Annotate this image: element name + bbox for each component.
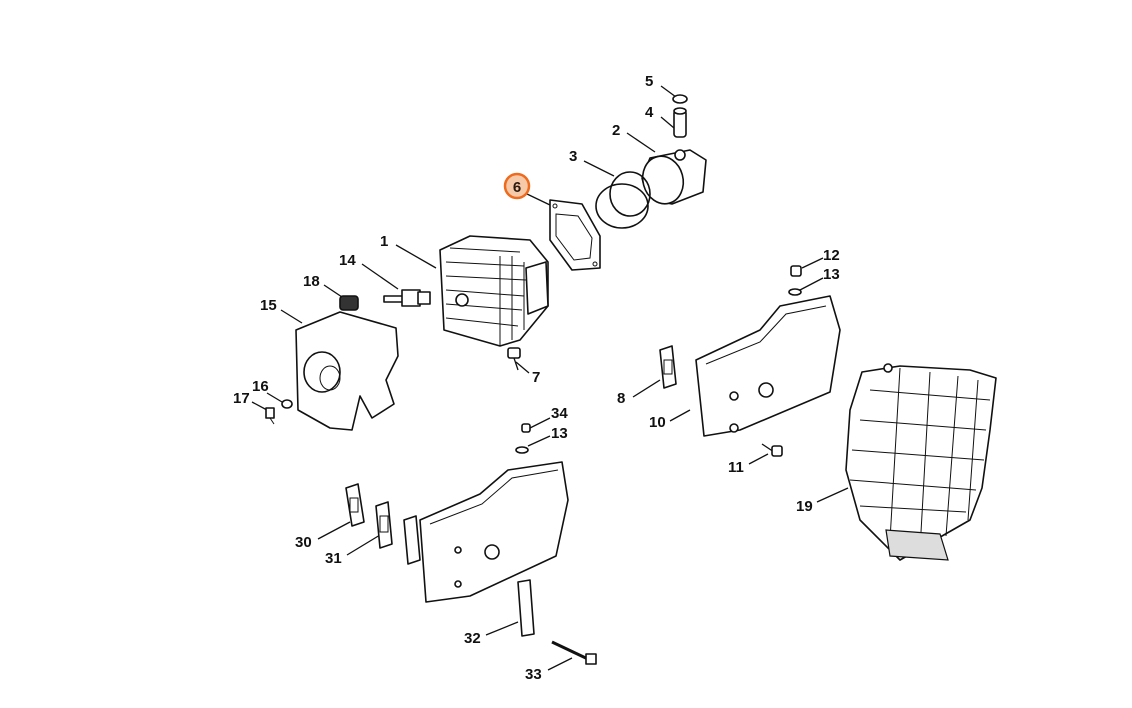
part-33-bolt[interactable] bbox=[551, 640, 597, 665]
part-34-screw[interactable] bbox=[521, 423, 531, 433]
label-18: 18 bbox=[303, 273, 320, 290]
label-5: 5 bbox=[645, 73, 653, 90]
label-13: 13 bbox=[823, 266, 840, 283]
lower-muffler[interactable] bbox=[419, 461, 569, 603]
label-7: 7 bbox=[532, 369, 540, 386]
label-10: 10 bbox=[649, 414, 666, 431]
part-31-gasket[interactable] bbox=[375, 501, 393, 549]
part-6-cylinder-gasket[interactable] bbox=[549, 199, 601, 271]
highlighted-callout-6[interactable]: 6 bbox=[503, 172, 531, 200]
label-17: 17 bbox=[233, 390, 250, 407]
label-3: 3 bbox=[569, 148, 577, 165]
part-18-plug-boot[interactable] bbox=[339, 295, 359, 311]
part-lower-plate[interactable] bbox=[403, 515, 421, 565]
part-10-muffler[interactable] bbox=[695, 295, 841, 437]
label-2: 2 bbox=[612, 122, 620, 139]
part-12-screw[interactable] bbox=[790, 265, 802, 277]
leader-lines bbox=[251, 85, 849, 671]
part-15-shroud[interactable] bbox=[295, 311, 399, 431]
part-1-cylinder[interactable] bbox=[439, 235, 549, 347]
label-1: 1 bbox=[380, 233, 388, 250]
part-13-washer-lower[interactable] bbox=[515, 446, 529, 454]
part-11-screw[interactable] bbox=[761, 443, 783, 457]
label-6: 6 bbox=[513, 179, 521, 196]
label-8: 8 bbox=[617, 390, 625, 407]
part-32-strap[interactable] bbox=[517, 579, 535, 637]
part-19-guard[interactable] bbox=[845, 363, 997, 561]
label-13-lower: 13 bbox=[551, 425, 568, 442]
part-2-piston[interactable] bbox=[637, 149, 707, 208]
part-5-circlip[interactable] bbox=[672, 94, 688, 104]
label-19: 19 bbox=[796, 498, 813, 515]
label-33: 33 bbox=[525, 666, 542, 683]
part-labels: 5 4 2 3 6 1 14 18 15 16 17 7 12 13 8 10 … bbox=[233, 73, 840, 683]
label-16: 16 bbox=[252, 378, 269, 395]
label-4: 4 bbox=[645, 104, 654, 121]
label-32: 32 bbox=[464, 630, 481, 647]
part-7-screw[interactable] bbox=[507, 347, 521, 371]
label-14: 14 bbox=[339, 252, 356, 269]
label-31: 31 bbox=[325, 550, 342, 567]
part-14-spark-plug[interactable] bbox=[383, 289, 431, 307]
part-8-muffler-gasket[interactable] bbox=[659, 345, 677, 389]
label-30: 30 bbox=[295, 534, 312, 551]
part-16-washer[interactable] bbox=[281, 399, 293, 409]
part-4-piston-pin[interactable] bbox=[673, 107, 687, 138]
label-34: 34 bbox=[551, 405, 568, 422]
part-30-gasket[interactable] bbox=[345, 483, 365, 527]
label-11: 11 bbox=[728, 459, 744, 476]
part-17-screw[interactable] bbox=[265, 407, 275, 425]
part-3-piston-rings[interactable] bbox=[595, 171, 651, 229]
label-15: 15 bbox=[260, 297, 277, 314]
label-12: 12 bbox=[823, 247, 840, 264]
part-13-washer[interactable] bbox=[788, 288, 802, 296]
